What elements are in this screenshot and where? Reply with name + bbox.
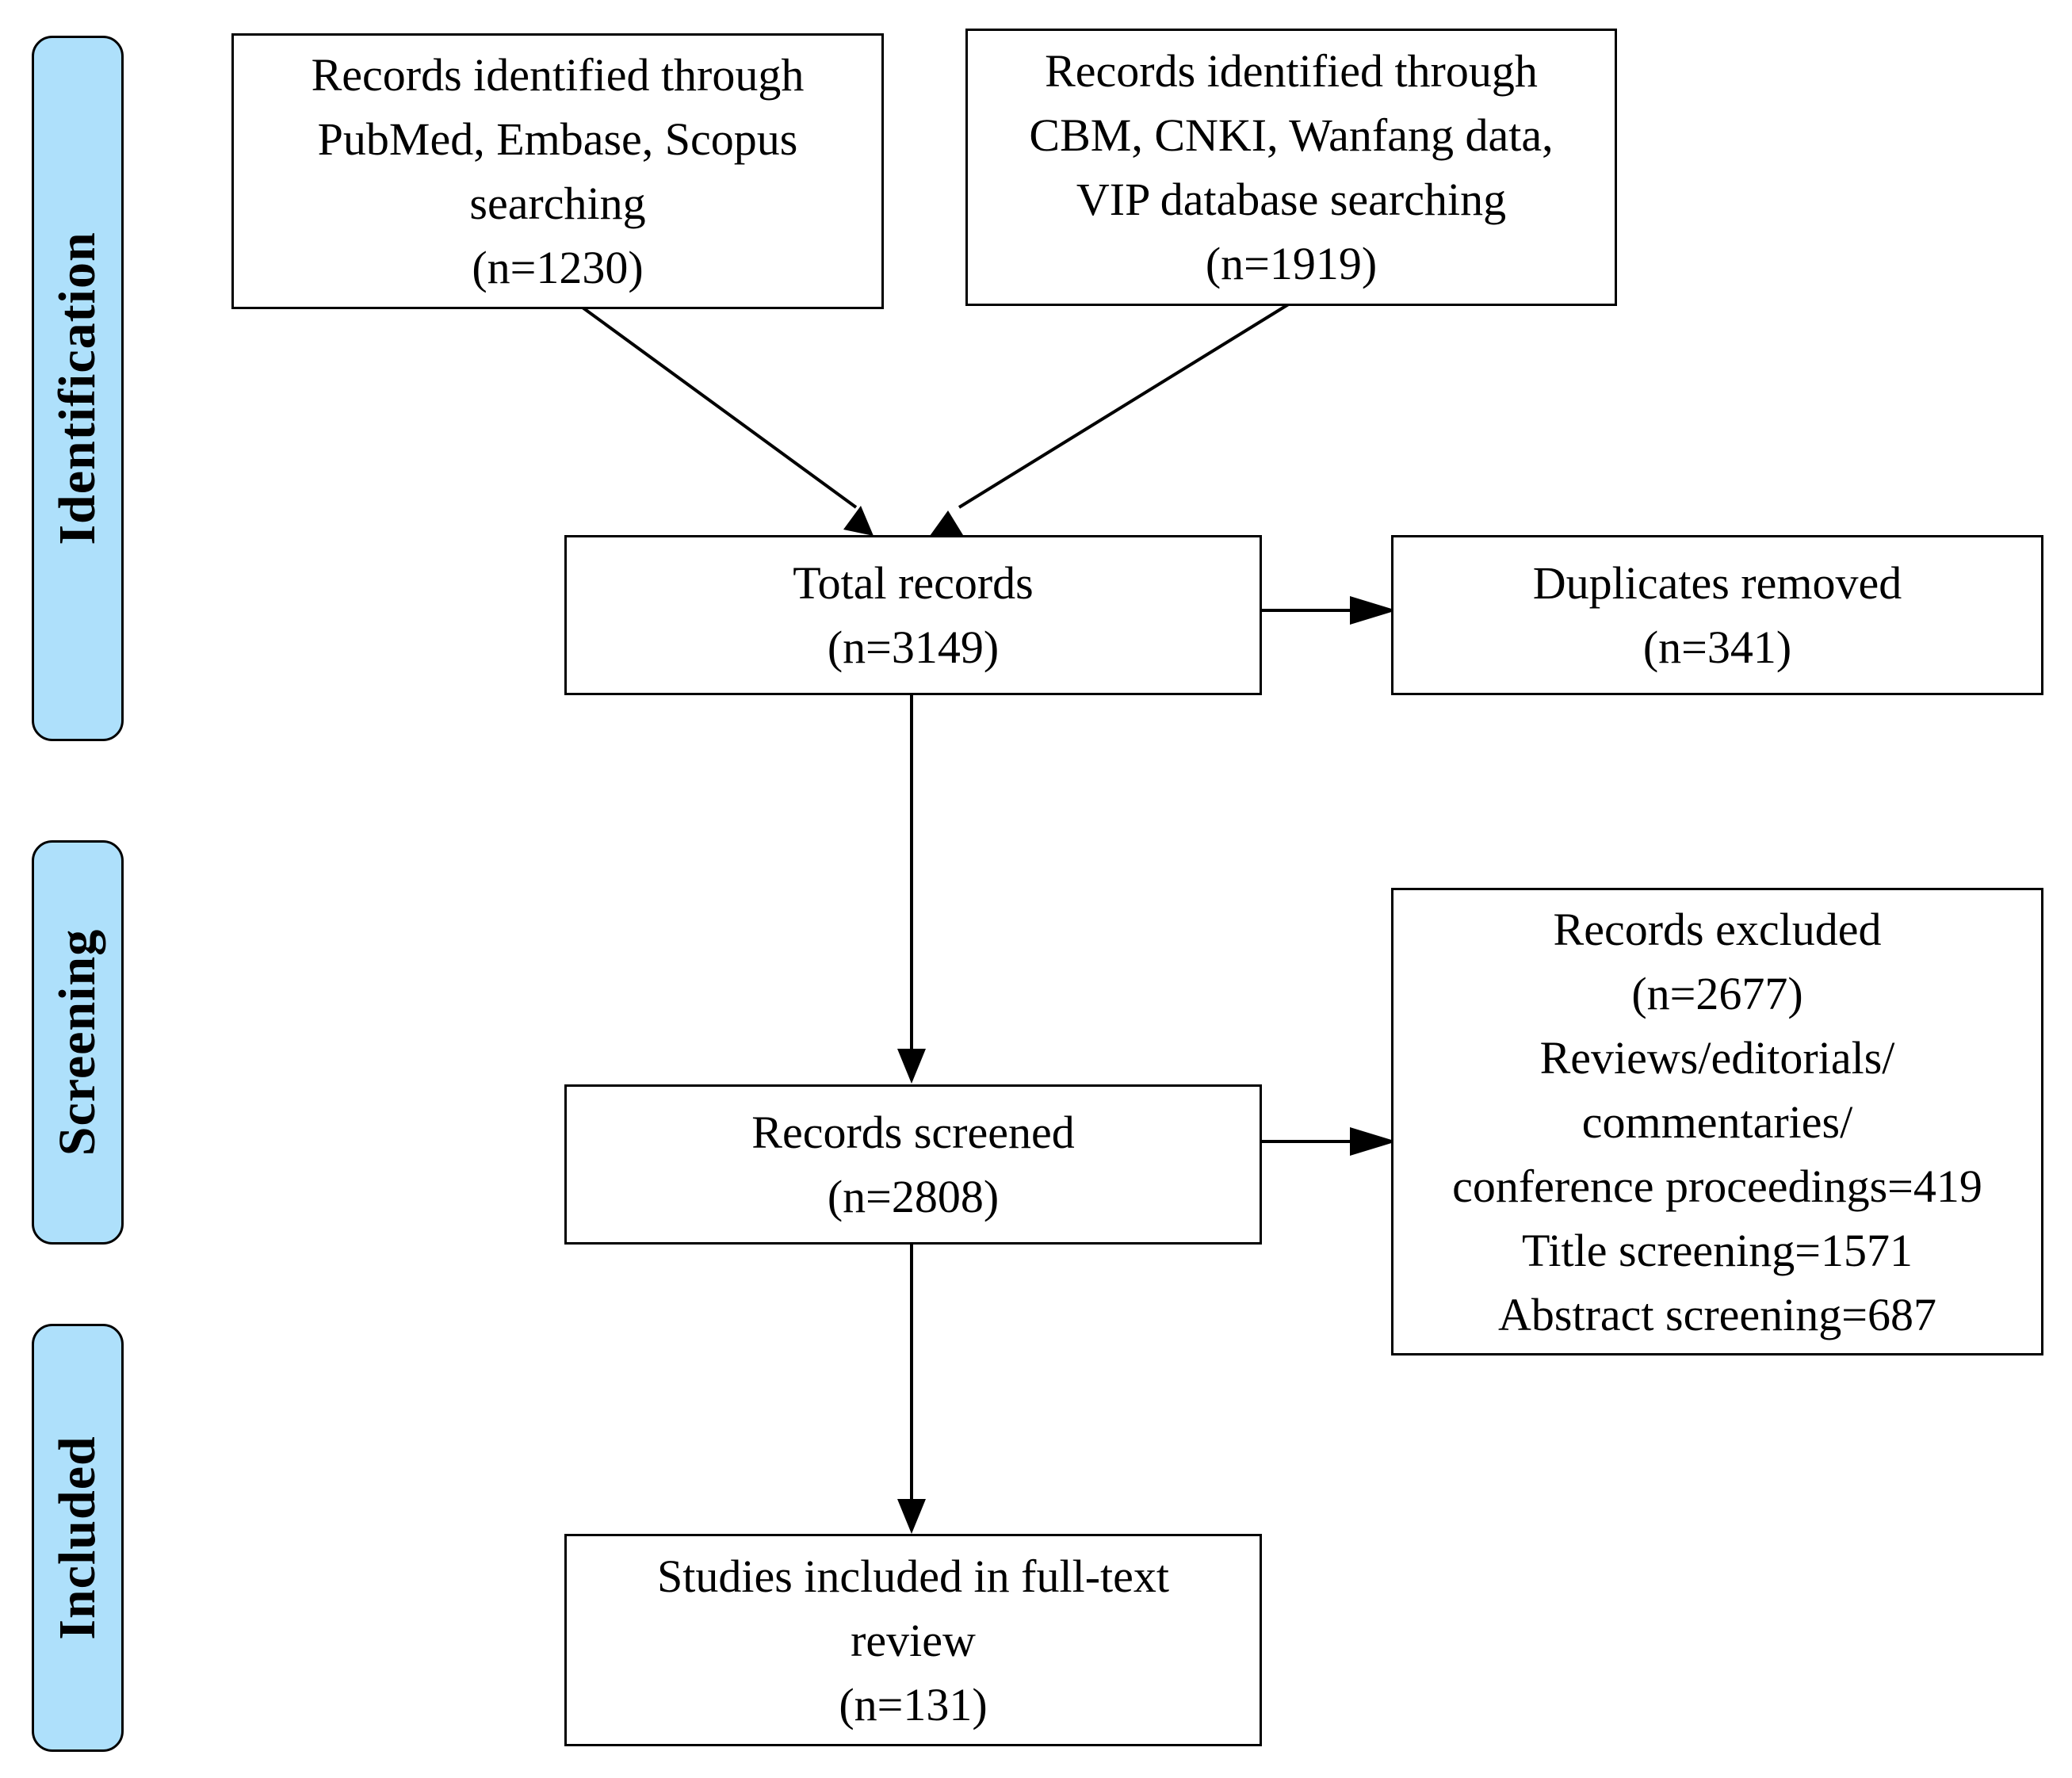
box-records-excluded: Records excluded (n=2677) Reviews/editor… <box>1391 888 2043 1355</box>
stage-identification: Identification <box>32 36 124 741</box>
stage-screening: Screening <box>32 840 124 1245</box>
box-studies-included: Studies included in full-text review (n=… <box>564 1534 1262 1746</box>
arrowhead-cbm-to-total <box>930 510 963 536</box>
box-duplicates-line-2: (n=341) <box>1642 621 1792 673</box>
box-pubmed-embase-scopus: Records identified through PubMed, Embas… <box>231 33 884 309</box>
stage-included: Included <box>32 1324 124 1752</box>
box-excluded-line-7: Abstract screening=687 <box>1498 1288 1936 1340</box>
arrowhead-screened-to-excluded <box>1350 1127 1397 1156</box>
box-pubmed-line-2: PubMed, Embase, Scopus <box>317 113 798 165</box>
box-duplicates-line-1: Duplicates removed <box>1532 557 1902 609</box>
box-cbm-line-2: CBM, CNKI, Wanfang data, <box>1029 109 1554 161</box>
box-total-line-2: (n=3149) <box>827 621 1000 673</box>
box-excluded-line-3: Reviews/editorials/ <box>1539 1031 1895 1084</box>
arrowhead-total-to-duplicates <box>1350 596 1397 625</box>
arrowhead-total-to-screened <box>897 1049 926 1084</box>
box-pubmed-line-1: Records identified through <box>311 49 805 101</box>
box-screened-line-1: Records screened <box>751 1107 1075 1158</box>
box-cbm-line-3: VIP database searching <box>1076 174 1507 225</box>
box-excluded-line-4: commentaries/ <box>1581 1095 1853 1148</box>
arrowhead-screened-to-included <box>897 1499 926 1534</box>
edge-cbm-to-total <box>958 302 1291 509</box>
box-excluded-line-1: Records excluded <box>1553 903 1882 955</box>
box-total-line-1: Total records <box>793 557 1034 609</box>
box-pubmed-line-3: searching <box>469 178 646 229</box>
box-records-screened: Records screened (n=2808) <box>564 1084 1262 1245</box>
box-included-line-2: review <box>851 1614 976 1666</box>
edge-pubmed-to-total <box>581 306 858 509</box>
box-excluded-line-6: Title screening=1571 <box>1522 1224 1913 1276</box>
box-included-line-3: (n=131) <box>839 1678 988 1730</box>
box-total-records: Total records (n=3149) <box>564 535 1262 695</box>
box-screened-line-2: (n=2808) <box>827 1171 1000 1222</box>
box-excluded-line-2: (n=2677) <box>1631 967 1803 1019</box>
box-cbm-line-1: Records identified through <box>1045 45 1538 97</box>
box-duplicates-removed: Duplicates removed (n=341) <box>1391 535 2043 695</box>
box-pubmed-line-4: (n=1230) <box>472 242 644 293</box>
box-cbm-cnki-wanfang-vip: Records identified through CBM, CNKI, Wa… <box>965 29 1617 306</box>
box-included-line-1: Studies included in full-text <box>657 1550 1169 1602</box>
box-cbm-line-4: (n=1919) <box>1205 238 1378 289</box>
arrowhead-pubmed-to-total <box>843 506 874 536</box>
box-excluded-line-5: conference proceedings=419 <box>1452 1160 1982 1212</box>
